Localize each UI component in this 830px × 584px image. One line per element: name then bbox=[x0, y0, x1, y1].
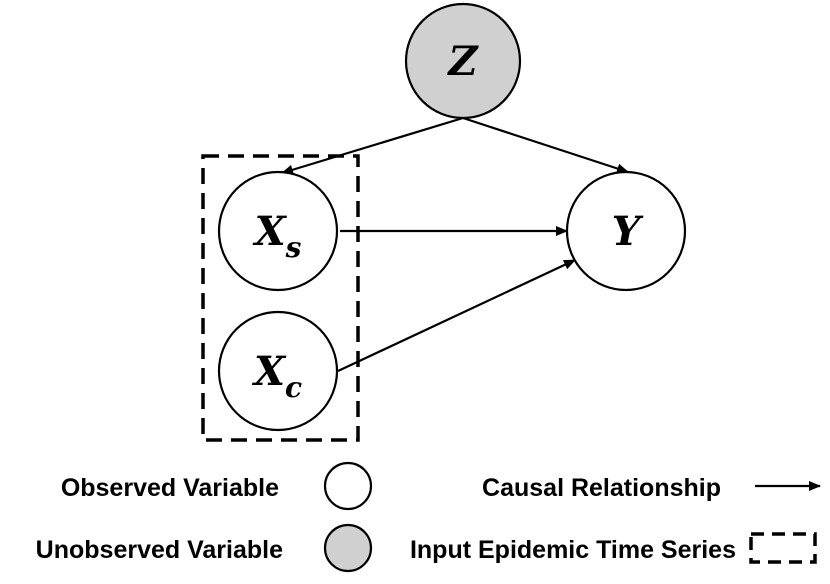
node-xc: Xc bbox=[217, 310, 339, 432]
node-z-label: Z bbox=[446, 38, 479, 85]
legend-observed-label: Observed Variable bbox=[61, 474, 279, 502]
node-y-circle bbox=[565, 170, 687, 292]
node-z: Z bbox=[404, 2, 522, 120]
node-xc-label: Xc bbox=[251, 348, 302, 404]
input-series-box bbox=[201, 154, 360, 442]
node-y: Y bbox=[565, 170, 687, 292]
node-xs-circle bbox=[217, 170, 339, 292]
edge-xc-to-y bbox=[337, 259, 576, 372]
edge-z-to-y bbox=[462, 116, 629, 174]
legend-input-series-label: Input Epidemic Time Series bbox=[410, 536, 736, 564]
node-xc-circle bbox=[217, 310, 339, 432]
legend-dashed-box bbox=[749, 532, 817, 564]
node-z-circle bbox=[404, 2, 522, 120]
legend-observed-circle bbox=[323, 461, 373, 511]
legend-unobserved-circle bbox=[323, 523, 373, 573]
legend-causal-label: Causal Relationship bbox=[482, 474, 721, 502]
node-xs: Xs bbox=[217, 170, 339, 292]
legend-unobserved-label: Unobserved Variable bbox=[36, 536, 283, 564]
node-y-label: Y bbox=[612, 208, 644, 255]
node-xs-label: Xs bbox=[252, 208, 302, 264]
edge-z-to-xs bbox=[281, 116, 464, 175]
